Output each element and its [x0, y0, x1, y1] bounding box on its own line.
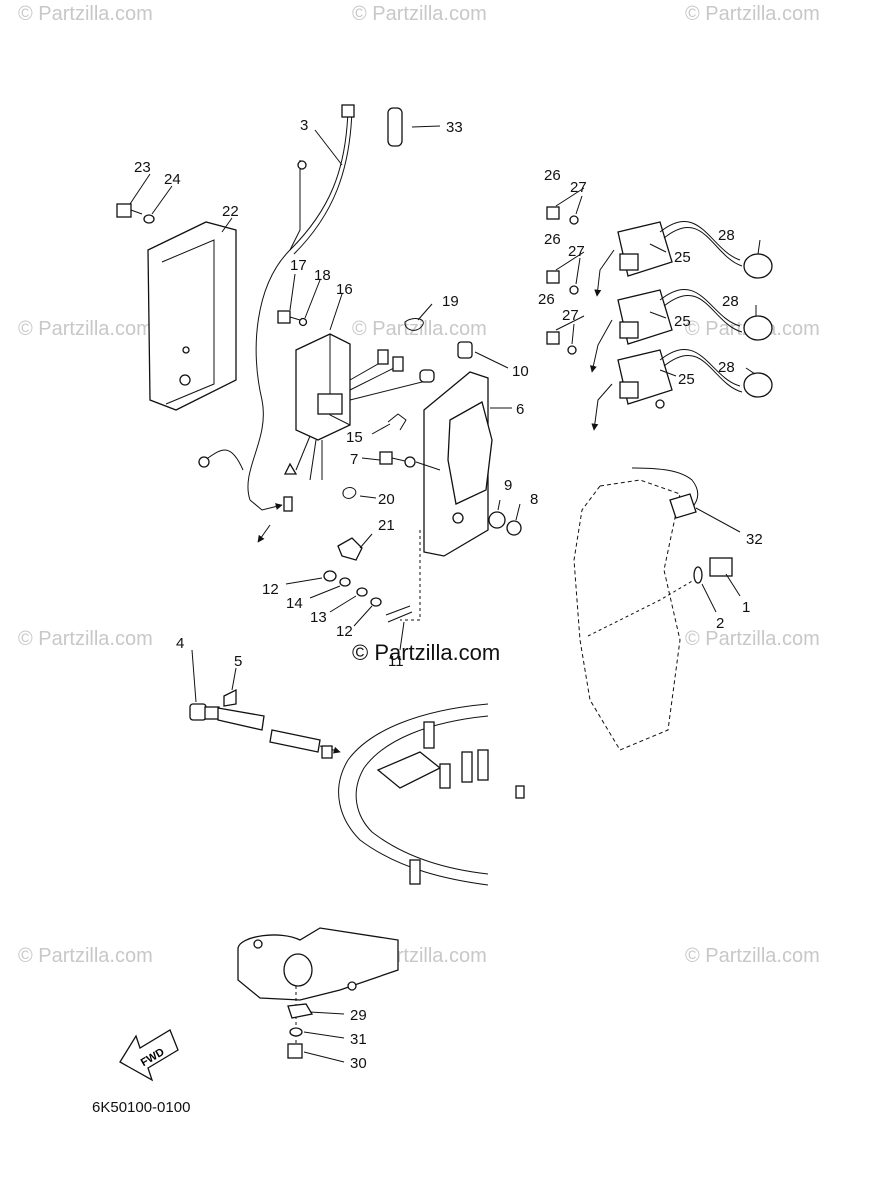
callout-11: 11 [388, 653, 404, 670]
callout-26b: 26 [544, 231, 561, 248]
watermark-center-dark: © Partzilla.com [352, 640, 500, 665]
watermark-bottom-right: © Partzilla.com [685, 945, 820, 967]
callout-19: 19 [442, 293, 459, 310]
callout-1: 1 [742, 599, 750, 616]
callout-14: 14 [286, 595, 303, 612]
callout-16: 16 [336, 281, 353, 298]
bolt-part-7 [379, 451, 406, 465]
grommet-part-10 [457, 341, 473, 359]
watermark-bottom-left: © Partzilla.com [18, 945, 153, 967]
label-part-5 [223, 688, 237, 707]
callout-2: 2 [716, 615, 724, 632]
watermark-low-left: © Partzilla.com [18, 628, 153, 650]
engine-block-outline [573, 467, 699, 751]
callout-13: 13 [310, 609, 327, 626]
callout-28b: 28 [722, 293, 739, 310]
callout-26c: 26 [538, 291, 555, 308]
callout-32: 32 [746, 531, 763, 548]
callout-5: 5 [234, 653, 242, 670]
callout-labels: 1 2 3 4 5 6 7 8 9 10 11 12 12 13 14 15 1… [134, 117, 763, 1072]
callout-28c: 28 [718, 359, 735, 376]
bolt-part-30 [287, 1043, 303, 1059]
callout-23: 23 [134, 159, 151, 176]
callout-25a: 25 [674, 249, 691, 266]
collar-part-8 [506, 520, 522, 536]
watermark-low-right: © Partzilla.com [685, 628, 820, 650]
callout-18: 18 [314, 267, 331, 284]
callout-31: 31 [350, 1031, 367, 1048]
coil-bolts [546, 206, 579, 355]
callout-12b: 12 [336, 623, 353, 640]
watermark-top-center: © Partzilla.com [352, 3, 487, 25]
bottom-cowling [338, 703, 525, 886]
harness-part-3 [198, 104, 355, 543]
callout-24: 24 [164, 171, 181, 188]
clip-part-19 [404, 318, 424, 331]
callout-15: 15 [346, 429, 363, 446]
clamp-part-21 [337, 537, 363, 561]
callout-26a: 26 [544, 167, 561, 184]
washer-part-24 [143, 214, 155, 224]
callout-27c: 27 [562, 307, 579, 324]
callout-30: 30 [350, 1055, 367, 1072]
callout-21: 21 [378, 517, 395, 534]
fwd-arrow-icon: FWD [119, 1029, 179, 1082]
cdi-unit-part-16 [283, 333, 435, 481]
callout-8: 8 [530, 491, 538, 508]
callout-28a: 28 [718, 227, 735, 244]
callout-27a: 27 [570, 179, 587, 196]
callout-6: 6 [516, 401, 524, 418]
watermark-mid-left: © Partzilla.com [18, 318, 153, 340]
clip-part-29 [287, 1003, 314, 1019]
callout-4: 4 [176, 635, 184, 652]
washer-part-18 [298, 317, 308, 327]
callout-33: 33 [446, 119, 463, 136]
bracket-assembly [237, 927, 399, 1050]
watermark-top-right: © Partzilla.com [685, 3, 820, 25]
callout-27b: 27 [568, 243, 585, 260]
watermarks: © Partzilla.com © Partzilla.com © Partzi… [18, 3, 820, 967]
hardware-group [323, 530, 421, 623]
sleeve-part-33 [387, 107, 403, 147]
callout-22: 22 [222, 203, 239, 220]
watermark-top-left: © Partzilla.com [18, 3, 153, 25]
ignition-coil-1 [594, 220, 773, 297]
callout-25b: 25 [674, 313, 691, 330]
ignition-coil-3 [591, 348, 773, 431]
clip-part-20 [342, 487, 357, 499]
callout-3: 3 [300, 117, 308, 134]
ignition-coil-2 [589, 288, 773, 373]
washer-part-31 [289, 1027, 303, 1037]
callout-25c: 25 [678, 371, 695, 388]
cover-part-22 [147, 221, 237, 411]
leader-lines [129, 125, 761, 1063]
washer-part-2 [693, 566, 703, 584]
bolt-part-23 [116, 203, 143, 218]
callout-10: 10 [512, 363, 529, 380]
bolt-part-1 [709, 557, 733, 577]
callout-7: 7 [350, 451, 358, 468]
callout-9: 9 [504, 477, 512, 494]
diagram-code: 6K50100-0100 [92, 1099, 190, 1116]
grommet-part-9 [488, 511, 506, 529]
fitting-part-4 [189, 703, 341, 759]
clamp-part-15 [387, 413, 407, 431]
callout-12a: 12 [262, 581, 279, 598]
callout-29: 29 [350, 1007, 367, 1024]
bolt-part-17 [277, 310, 301, 324]
bracket-part-6 [404, 371, 493, 557]
callout-20: 20 [378, 491, 395, 508]
callout-17: 17 [290, 257, 307, 274]
